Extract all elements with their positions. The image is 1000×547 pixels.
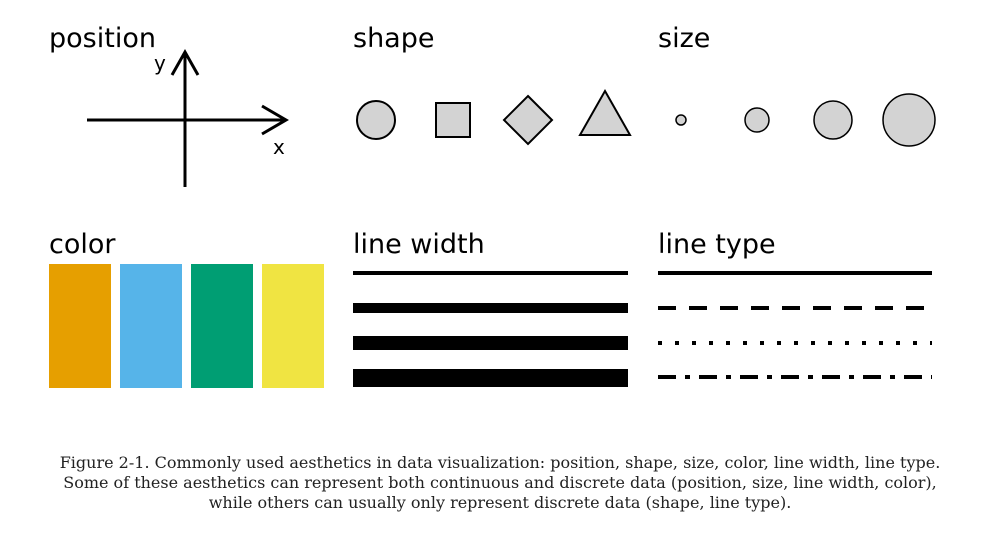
line-width-sample-4 xyxy=(353,369,628,387)
line-width-sample-3 xyxy=(353,336,628,350)
color-swatch-green xyxy=(191,264,253,388)
y-axis-arrowhead xyxy=(170,48,200,76)
line-type-panel-title: line type xyxy=(658,229,776,260)
caption-line-3: while others can usually only represent … xyxy=(208,493,792,512)
line-width-panel-title: line width xyxy=(353,229,485,260)
size-circle-xs xyxy=(675,114,687,126)
triangle-shape xyxy=(578,88,632,136)
diamond-shape xyxy=(502,94,554,146)
line-type-samples xyxy=(658,271,932,379)
color-swatch-sky-blue xyxy=(120,264,182,388)
x-axis-label: x xyxy=(273,135,285,159)
size-circle-s xyxy=(744,107,770,133)
x-axis-arrowhead xyxy=(261,104,289,136)
position-panel-title: position xyxy=(49,23,156,54)
color-swatch-orange xyxy=(49,264,111,388)
position-axes xyxy=(87,48,289,187)
figure-caption: Figure 2-1. Commonly used aesthetics in … xyxy=(20,453,980,513)
square-shape xyxy=(435,102,471,138)
size-panel-title: size xyxy=(658,23,711,54)
size-circle-l xyxy=(882,93,936,147)
line-width-samples xyxy=(353,271,628,387)
caption-line-2: Some of these aesthetics can represent b… xyxy=(63,473,937,492)
line-width-sample-1 xyxy=(353,271,628,275)
shape-glyphs xyxy=(356,88,632,146)
color-swatch-yellow xyxy=(262,264,324,388)
shape-panel-title: shape xyxy=(353,23,435,54)
line-width-sample-2 xyxy=(353,303,628,313)
size-circles xyxy=(675,93,936,147)
size-circle-m xyxy=(813,100,853,140)
y-axis-label: y xyxy=(154,51,166,75)
caption-line-1: Figure 2-1. Commonly used aesthetics in … xyxy=(59,453,941,472)
circle-shape xyxy=(356,100,396,140)
color-panel-title: color xyxy=(49,229,116,260)
